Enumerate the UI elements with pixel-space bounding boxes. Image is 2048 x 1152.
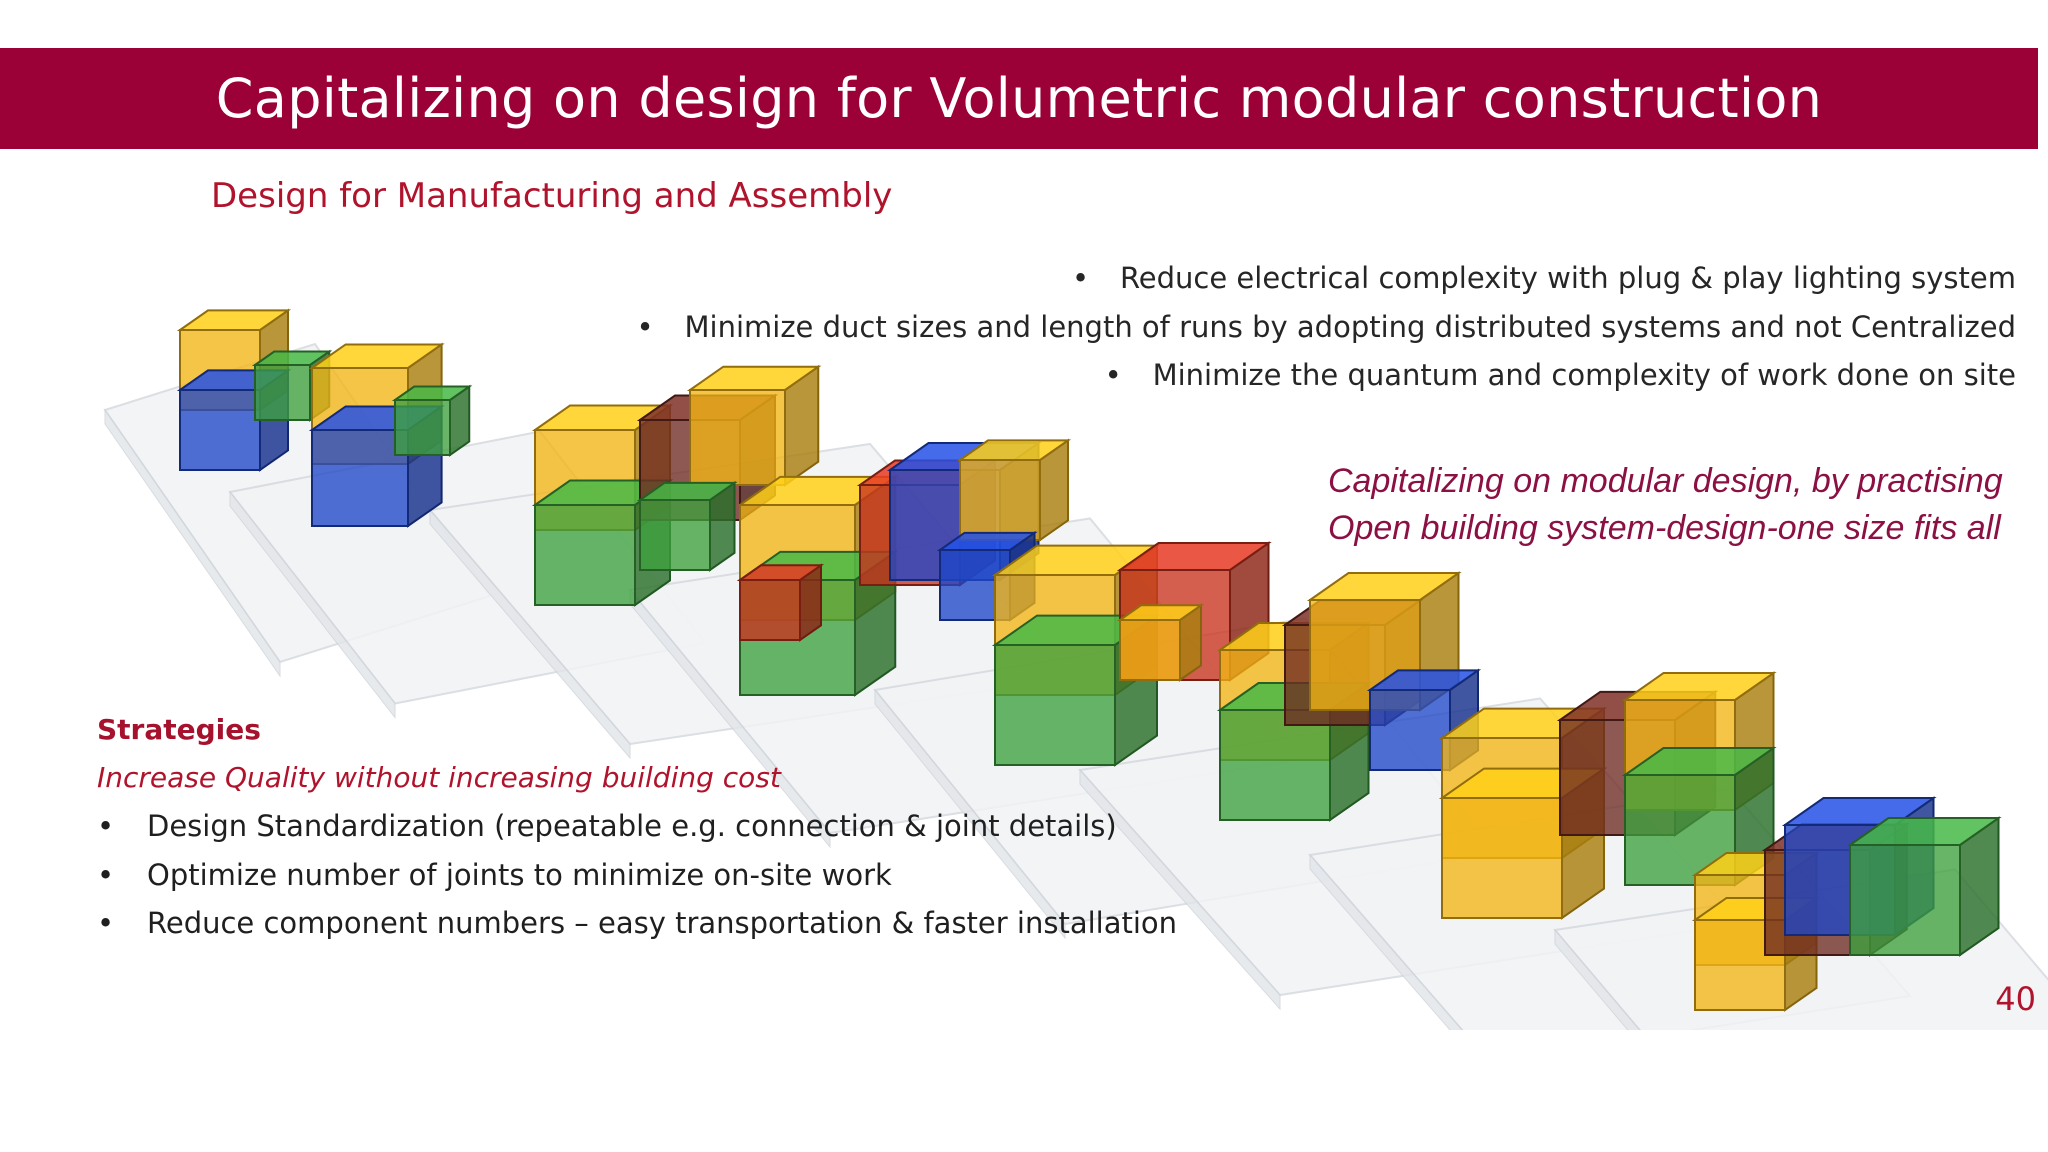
module-cube-top xyxy=(736,564,825,581)
module-cube-front xyxy=(1119,619,1181,681)
module-cube-top xyxy=(1366,669,1482,691)
module-cube-front xyxy=(689,389,786,486)
module-cube-front xyxy=(1219,709,1331,821)
module-cube-top xyxy=(936,531,1038,551)
glass-platform-edge xyxy=(429,508,631,760)
module-cube-front xyxy=(179,389,261,471)
bullet-glyph: • xyxy=(97,857,115,892)
module-cube-top xyxy=(1116,604,1205,621)
list-item: •Design Standardization (repeatable e.g.… xyxy=(97,802,1177,851)
strategies-subheading: Increase Quality without increasing buil… xyxy=(97,761,781,794)
module-cube-front xyxy=(534,504,636,606)
glass-platform-edge xyxy=(874,688,1066,940)
glass-platform-edge xyxy=(1079,768,1281,1011)
glass-platform-edge xyxy=(1554,928,1641,1030)
module-cube-front xyxy=(1441,797,1563,919)
strategies-heading: Strategies xyxy=(97,713,261,746)
glass-platform-edge xyxy=(229,490,396,719)
module-cube-top xyxy=(391,385,473,401)
callout-text: Capitalizing on modular design, by pract… xyxy=(1328,458,2003,552)
glass-platform-edge xyxy=(104,408,281,678)
list-item: •Minimize the quantum and complexity of … xyxy=(616,351,2016,400)
list-item: •Minimize duct sizes and length of runs … xyxy=(616,303,2016,352)
module-cube-top xyxy=(636,481,738,501)
module-cube-front xyxy=(394,399,451,456)
module-cube-top xyxy=(1621,747,1777,776)
modular-blocks-illustration xyxy=(103,308,2048,1030)
strategies-section: Strategies Increase Quality without incr… xyxy=(97,706,1177,948)
module-cube-top xyxy=(308,343,445,369)
bullet-glyph: • xyxy=(1071,261,1090,295)
module-cube-front xyxy=(1369,689,1451,771)
module-cube-top xyxy=(1621,672,1777,701)
strategies-list: •Design Standardization (repeatable e.g.… xyxy=(97,802,1177,948)
bullet-glyph: • xyxy=(1104,358,1122,392)
list-item: •Reduce electrical complexity with plug … xyxy=(616,254,2016,303)
title-bar: Capitalizing on design for Volumetric mo… xyxy=(0,48,2038,149)
glass-platform-edge xyxy=(1309,853,1463,1030)
module-cube-front xyxy=(639,499,711,571)
module-cube-top xyxy=(956,439,1072,461)
module-cube-top xyxy=(686,365,822,391)
module-cube-top xyxy=(251,350,333,366)
module-cube-top xyxy=(1306,572,1462,601)
module-cube-front xyxy=(739,579,801,641)
list-item: •Reduce component numbers – easy transpo… xyxy=(97,899,1177,948)
page-number: 40 xyxy=(1995,980,2036,1018)
slide-title: Capitalizing on design for Volumetric mo… xyxy=(215,67,1823,130)
module-cube-top xyxy=(1116,542,1272,571)
bullet-glyph: • xyxy=(97,906,115,940)
module-cube-top xyxy=(1846,817,2002,846)
list-item: •Optimize number of joints to minimize o… xyxy=(97,851,1177,900)
bullet-glyph: • xyxy=(97,809,115,843)
module-cube-front xyxy=(1849,844,1961,956)
bullet-glyph: • xyxy=(636,309,654,344)
module-cube-front xyxy=(311,429,409,527)
module-cube-front xyxy=(959,459,1041,541)
callout-line: Open building system-design-one size fit… xyxy=(1328,509,2001,547)
slide-subtitle: Design for Manufacturing and Assembly xyxy=(211,176,893,216)
module-cube-top xyxy=(176,309,292,331)
dfma-bullet-list: •Reduce electrical complexity with plug … xyxy=(616,254,2016,400)
module-cube-front xyxy=(254,364,311,421)
callout-line: Capitalizing on modular design, by pract… xyxy=(1328,462,2003,500)
